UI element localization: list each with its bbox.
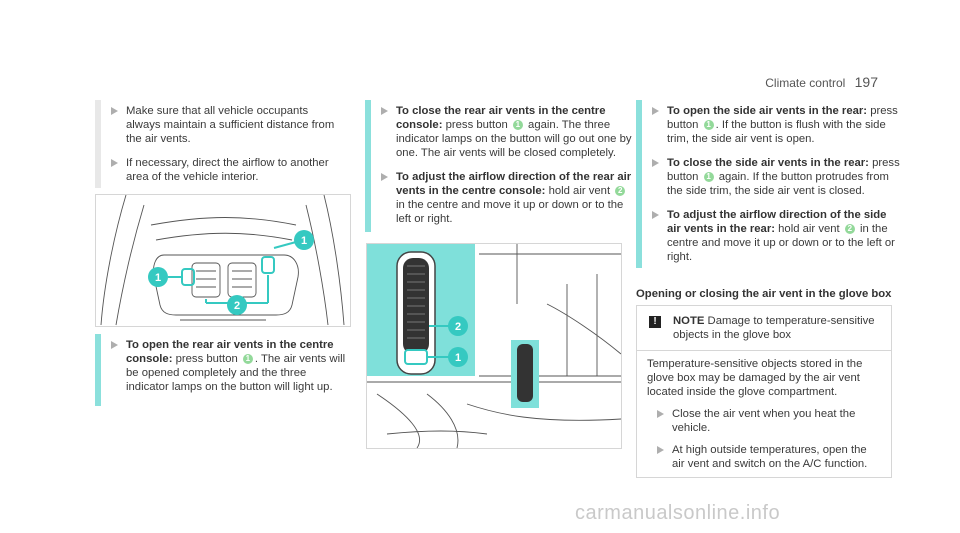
arrow-icon [657, 446, 664, 454]
arrow-icon [652, 107, 659, 115]
figure-rear-console-vents: 1 1 2 [95, 194, 351, 327]
number-badge: 1 [242, 354, 253, 364]
note-label: NOTE [673, 315, 705, 327]
step-item: To open the rear air vents in the centre… [101, 338, 351, 406]
warning-icon: ! [649, 316, 661, 328]
step-item: To close the rear air vents in the centr… [371, 104, 636, 160]
step-text-before: hold air vent [778, 223, 840, 235]
arrow-icon [657, 410, 664, 418]
step-title: To close the rear air vents in the centr… [396, 105, 606, 131]
arrow-icon [111, 107, 118, 115]
list-item: At high outside temperatures, open the a… [647, 443, 881, 471]
section-title: Climate control [765, 76, 846, 90]
list-item: If necessary, direct the airflow to anot… [101, 156, 341, 188]
watermark-text: carmanualsonline.info [575, 502, 781, 524]
number-badge: 1 [703, 120, 714, 130]
step-text-before: press button [667, 105, 898, 131]
steps-side-vents: To open the side air vents in the rear: … [636, 100, 900, 268]
item-text: At high outside temperatures, open the a… [672, 444, 868, 470]
step-text-after: in the centre and move it up or down or … [667, 223, 895, 263]
page-header: Climate control 197 [765, 74, 878, 90]
item-text: Make sure that all vehicle occupants alw… [126, 105, 335, 145]
note-header: ! NOTE Damage to temperature-sensitive o… [637, 306, 891, 351]
step-text-before: press button [667, 157, 900, 183]
note-box: ! NOTE Damage to temperature-sensitive o… [636, 305, 892, 478]
arrow-icon [381, 173, 388, 181]
step-title: To close the side air vents in the rear: [667, 157, 869, 169]
step-text-before: press button [175, 353, 238, 365]
arrow-icon [381, 107, 388, 115]
callout-label: 1 [301, 235, 307, 247]
arrow-icon [111, 159, 118, 167]
arrow-icon [652, 211, 659, 219]
step-text-after: again. The three indicator lamps on the … [396, 119, 632, 159]
page-number: 197 [854, 74, 878, 90]
step-text-after: . The air vents will be opened completel… [126, 353, 346, 393]
step-text-before: press button [445, 119, 508, 131]
step-item: To adjust the airflow direction of the s… [642, 208, 900, 268]
step-title: To adjust the airflow direction of the r… [396, 171, 632, 197]
list-item: Close the air vent when you heat the veh… [647, 407, 881, 435]
number-badge: 1 [512, 120, 523, 130]
step-title: To open the side air vents in the rear: [667, 105, 868, 117]
number-badge: 1 [703, 172, 714, 182]
figure-side-vent: 2 1 [366, 243, 622, 449]
item-text: If necessary, direct the airflow to anot… [126, 157, 329, 183]
list-item: Make sure that all vehicle occupants alw… [101, 104, 341, 146]
note-body: Temperature-sensitive objects stored in … [637, 351, 891, 477]
step-text-before: hold air vent [548, 185, 611, 197]
callout-label: 2 [455, 321, 461, 333]
step-title: To open the rear air vents in the centre… [126, 339, 334, 365]
number-badge: 2 [844, 224, 855, 234]
step-text-after: . If the button is flush with the side t… [667, 119, 886, 145]
step-item: To adjust the airflow direction of the r… [371, 170, 636, 232]
step-item: To open the side air vents in the rear: … [642, 104, 900, 146]
arrow-icon [652, 159, 659, 167]
warning-list: Make sure that all vehicle occupants alw… [95, 100, 341, 188]
note-intro: Temperature-sensitive objects stored in … [647, 358, 863, 398]
item-text: Close the air vent when you heat the veh… [672, 408, 856, 434]
callout-label: 1 [455, 352, 461, 364]
steps-rear-vents: To close the rear air vents in the centr… [365, 100, 636, 232]
step-title: To adjust the airflow direction of the s… [667, 209, 887, 235]
step-text-after: in the centre and move it up or down or … [396, 199, 624, 225]
side-vent-illustration: 2 1 [367, 244, 621, 448]
step-item: To close the side air vents in the rear:… [642, 156, 900, 198]
section-heading: Opening or closing the air vent in the g… [636, 288, 892, 300]
number-badge: 2 [615, 186, 626, 196]
rear-console-illustration: 1 1 2 [100, 195, 345, 326]
step-open-rear-vents: To open the rear air vents in the centre… [95, 334, 351, 406]
note-title: Damage to temperature-sensitive objects … [673, 315, 875, 341]
arrow-icon [111, 341, 118, 349]
callout-label: 2 [234, 300, 240, 312]
callout-label: 1 [155, 272, 161, 284]
step-text-after: again. If the button protrudes from the … [667, 171, 889, 197]
